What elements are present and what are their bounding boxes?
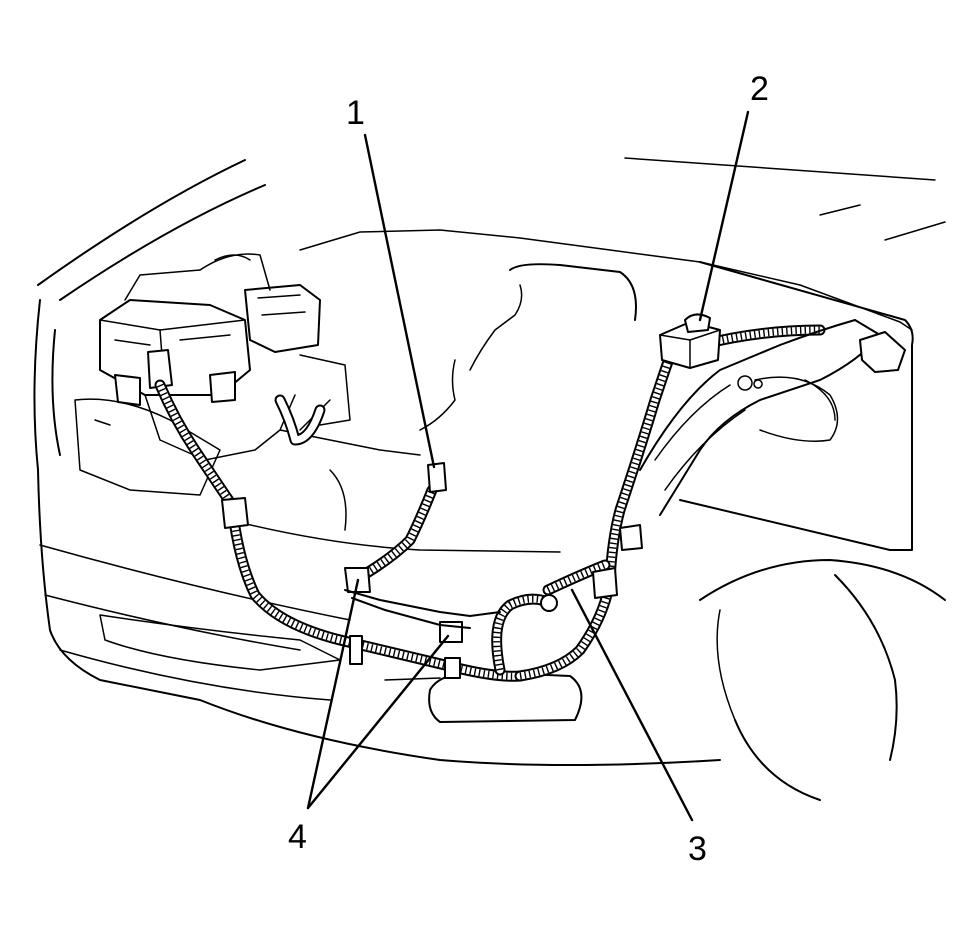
- leader-4a: [306, 578, 360, 810]
- callout-3: 3: [688, 830, 707, 868]
- wiring-harness: [154, 324, 826, 682]
- vehicle-body-outline: [33, 157, 946, 801]
- harness-clips: [221, 462, 643, 679]
- callout-4: 4: [288, 818, 307, 856]
- underhood-fuse-block: [99, 253, 351, 461]
- leader-1: [363, 133, 436, 469]
- right-module-and-bracket: [639, 313, 906, 516]
- callout-2: 2: [750, 70, 769, 108]
- callout-1: 1: [346, 94, 365, 132]
- leader-2: [698, 110, 750, 322]
- callout-leaders: [306, 110, 750, 822]
- callout-labels: 1 2 3 4: [288, 70, 769, 868]
- leader-4b: [306, 634, 450, 810]
- leader-3: [570, 588, 694, 822]
